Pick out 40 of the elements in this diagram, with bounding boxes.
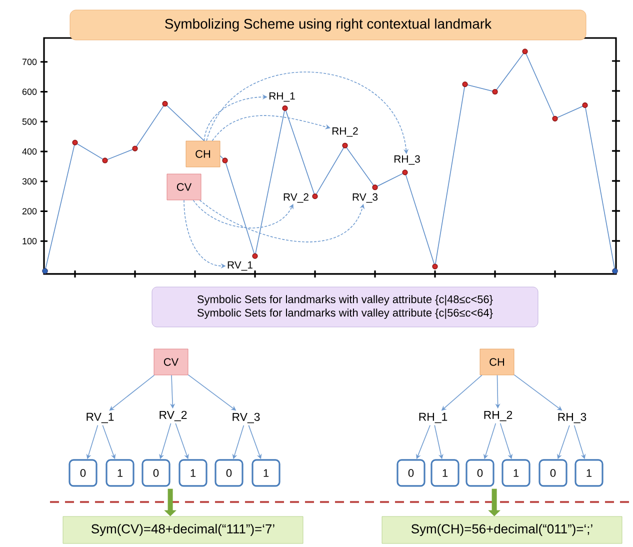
bit-box: 0: [142, 459, 170, 487]
bit-box: 0: [68, 459, 98, 487]
tree-label: RV_3: [232, 412, 260, 424]
bit-box: 1: [178, 459, 208, 487]
bit-box: 0: [396, 459, 426, 487]
y-tick-label: 300: [22, 178, 37, 185]
dashed-arrow: [192, 200, 294, 228]
result-box: Sym(CH)=56+decimal(“011”)=‘;’: [382, 516, 622, 544]
landmark-box: CV: [154, 348, 188, 376]
bit-box: 1: [106, 459, 134, 487]
result-box: Sym(CV)=48+decimal(“111”)=‘7’: [62, 516, 304, 544]
point-label: RH_2: [330, 126, 360, 138]
bit-box: 1: [502, 459, 530, 487]
y-tick-label: 500: [22, 118, 37, 125]
tree-label: RV_1: [86, 412, 114, 424]
landmark-box: CH: [186, 140, 220, 168]
point-label: RV_1: [226, 260, 254, 272]
point-label: RV_2: [282, 192, 310, 204]
y-tick-label: 600: [22, 88, 37, 95]
bit-box: 1: [252, 459, 280, 487]
y-tick-label: 100: [22, 238, 37, 244]
y-tick-label: 200: [22, 208, 37, 214]
bit-box: 1: [430, 459, 460, 487]
bit-box: 1: [574, 459, 604, 487]
landmark-box: CH: [480, 348, 514, 376]
bit-box: 0: [214, 459, 244, 487]
info-box: Symbolic Sets for landmarks with valley attribute {c|48≤c<56} Symbolic Sets for landmarks with valley attribute {c|56≤c<64}: [152, 286, 538, 328]
tree-label: RH_2: [484, 410, 512, 422]
tree-label: RV_2: [160, 410, 187, 422]
y-tick-label: 700: [22, 58, 37, 66]
y-tick-label: 400: [22, 148, 37, 155]
point-label: RH_3: [392, 154, 422, 166]
tree-label: RH_1: [419, 412, 448, 424]
tree-label: RH_3: [558, 412, 586, 424]
title-banner: Symbolizing Scheme using right contextual landmark: [70, 10, 586, 40]
point-label: RH_1: [268, 91, 296, 103]
landmark-box: CV: [166, 174, 202, 200]
bit-box: 0: [538, 459, 568, 487]
bit-box: 0: [466, 459, 494, 487]
point-label: RV_3: [351, 192, 379, 204]
